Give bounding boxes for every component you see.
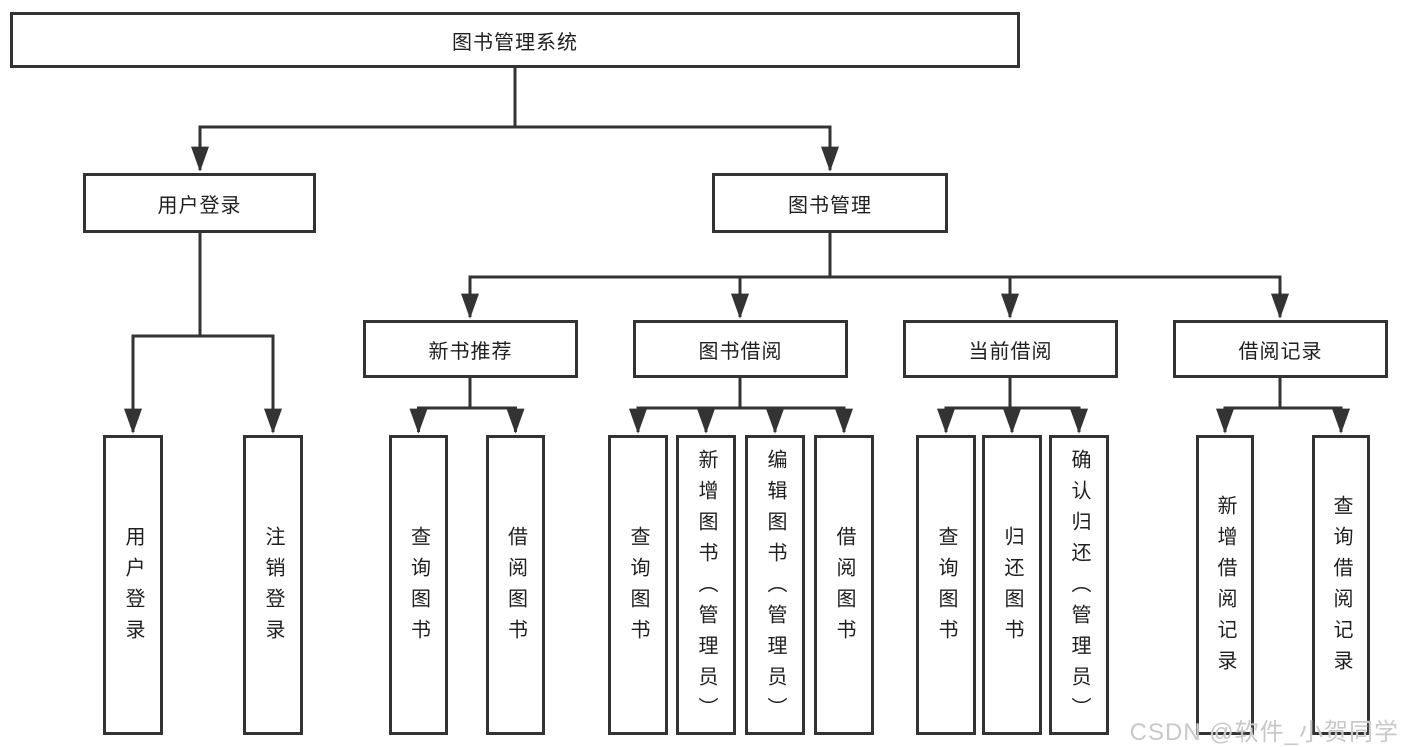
leaf-login-user-login: 用户登录	[103, 435, 163, 735]
leaf-borrow-query-book: 查询图书	[608, 435, 668, 735]
leaf-recommend-query-book: 查询图书	[389, 435, 448, 735]
leaf-login-logout: 注销登录	[243, 435, 303, 735]
node-book-management: 图书管理	[712, 173, 948, 233]
leaf-current-query-book: 查询图书	[916, 435, 976, 735]
node-current-borrow: 当前借阅	[903, 320, 1118, 378]
leaf-borrow-edit-book-admin: 编辑图书（管理员）	[745, 435, 805, 735]
leaf-current-return-book: 归还图书	[982, 435, 1042, 735]
node-borrow-records: 借阅记录	[1173, 320, 1388, 378]
node-user-login: 用户登录	[83, 173, 316, 233]
node-root: 图书管理系统	[10, 12, 1020, 68]
node-book-borrow: 图书借阅	[633, 320, 848, 378]
leaf-current-confirm-return-admin: 确认归还（管理员）	[1049, 435, 1109, 735]
leaf-records-query-record: 查询借阅记录	[1312, 435, 1370, 735]
node-new-book-recommend: 新书推荐	[363, 320, 578, 378]
leaf-recommend-borrow-book: 借阅图书	[486, 435, 545, 735]
leaf-borrow-borrow-book: 借阅图书	[814, 435, 874, 735]
leaf-records-add-record: 新增借阅记录	[1196, 435, 1254, 735]
leaf-borrow-add-book-admin: 新增图书（管理员）	[676, 435, 736, 735]
